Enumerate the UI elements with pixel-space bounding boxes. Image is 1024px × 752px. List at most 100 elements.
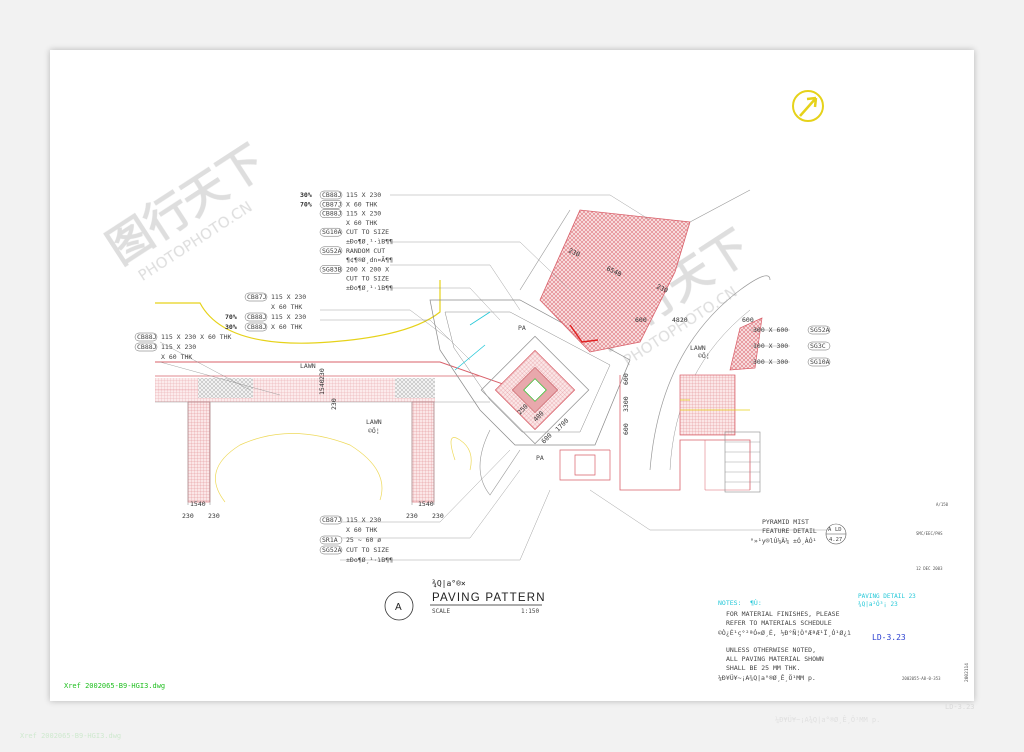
callout-tag <box>134 332 158 342</box>
callout-code: SG52A <box>322 247 342 255</box>
label-pa-bottom: PA <box>536 454 544 462</box>
callout-code: SG52A <box>322 546 342 554</box>
callout-text: X 60 THK <box>346 200 377 208</box>
dim-230-vb: 230 <box>330 398 338 410</box>
walkway-band <box>155 361 521 505</box>
notes: NOTES: ¶Ù: FOR MATERIAL FINISHES, PLEASE… <box>718 598 851 682</box>
callout-tag <box>319 246 343 256</box>
note2-line4: ¼Ð¥Ü¥~¡A¾Q|a°®Ø¸Ê¸Ö¹MM ­p. <box>718 673 816 682</box>
callout-code: SG3C <box>810 342 826 350</box>
callout-tag <box>319 209 343 218</box>
paving-detail-cn: ¾Q|a²Ó³¡ 23 <box>858 601 898 608</box>
callout-text: 115 X 230 X 60 THK <box>161 333 232 341</box>
pyramid-ref-bottom: 4.27 <box>829 537 842 543</box>
callout-code: CB88J <box>322 191 342 199</box>
label-lawn-right: LAWN <box>690 344 706 352</box>
callout-text: 115 X 230 <box>346 210 381 218</box>
dim-600-v: 600 <box>622 373 630 385</box>
callout-tag <box>807 357 831 367</box>
dim-230-left1: 230 <box>182 512 194 520</box>
dim-230-left2: 230 <box>208 512 220 520</box>
callout-code: CB87J <box>322 516 342 524</box>
label-lawn-right-cn: ©Ö¦ <box>698 351 710 360</box>
label-lawn-top: LAWN <box>300 362 316 370</box>
tb-small3: 12 DEC 2003 <box>916 566 943 571</box>
callout-code: SG10A <box>810 358 830 366</box>
callout-text: RANDOM CUT <box>346 247 385 255</box>
dim-230-mid1: 230 <box>406 512 418 520</box>
callout-text: ¶¢¶®Ø¸dn¤Ã¶¶ <box>346 255 393 264</box>
callout-text: CUT TO SIZE <box>346 546 389 554</box>
paving-detail: PAVING DETAIL 23 <box>858 593 916 600</box>
callout-text: CUT TO SIZE <box>346 275 389 283</box>
right-area <box>559 275 771 493</box>
tb-small1: A/150 <box>936 502 949 507</box>
callout-text: 115 X 230 <box>346 191 381 199</box>
callout-tag <box>319 227 343 237</box>
pyramid-feature <box>429 299 631 496</box>
callout-text: X 60 THK <box>271 303 302 311</box>
pyramid-reference: PYRAMID MIST FEATURE DETAIL °»¹y®lÚ¼Ä¼ ±… <box>750 518 847 545</box>
callout-tag <box>319 535 343 545</box>
callout-percent: 70% <box>300 200 312 208</box>
ghost-note: ¼Ð¥Ü¥~¡A¾Q|a°®Ø¸Ê¸Ö¹MM ­p. <box>775 716 881 724</box>
title-marker: A <box>395 602 402 613</box>
note2-line2: ALL PAVING MATERIAL SHOWN <box>726 655 824 663</box>
pyramid-line1: PYRAMID MIST <box>762 518 809 526</box>
callout-tag <box>807 325 831 335</box>
callout-text: 25 ~ 60 ø <box>346 536 381 544</box>
callout-code: SG52A <box>810 326 830 334</box>
callout-text: 115 X 230 <box>346 516 381 524</box>
note2-line3: SHALL BE 25 MM THK. <box>726 664 800 672</box>
callout-tag <box>244 322 268 332</box>
callout-text: 200 X 200 X <box>346 265 389 273</box>
dim-600-vb: 600 <box>622 423 630 435</box>
note1-line1: FOR MATERIAL FINISHES, PLEASE <box>726 610 840 618</box>
yellow-outlines <box>155 280 472 503</box>
callout-text: X 60 THK <box>346 219 377 227</box>
area-labels: LAWN LAWN ©Ö¦ LAWN ©Ö¦ PA PA <box>300 324 710 462</box>
callout-tag <box>319 515 343 525</box>
pyramid-ref-top: A <box>828 527 832 533</box>
callout-code: CB88J <box>322 210 342 218</box>
callout-code: CB88J <box>137 343 157 351</box>
dim-600a: 600 <box>540 431 554 445</box>
cad-drawing: 图行天下 PHOTOPHOTO.CN 图行天下 PHOTOPHOTO.CN <box>98 90 970 682</box>
callout-tag <box>134 342 158 352</box>
drawing-title: A ¾Q|a°®× PAVING PATTERN SCALE 1:150 <box>384 579 546 621</box>
ghost-xref: Xref 2002065-B9-HGI3.dwg <box>20 732 122 740</box>
north-arrow-icon <box>792 90 824 122</box>
callout-text: ±Ðo¶Ø¸¹·ìB¶¶ <box>346 284 393 292</box>
title-scale-value: 1:150 <box>521 608 539 615</box>
callout-tag <box>244 312 268 322</box>
title-chinese: ¾Q|a°®× <box>432 579 466 588</box>
callout-text: CUT TO SIZE <box>346 228 389 236</box>
title-main: PAVING PATTERN <box>432 592 546 604</box>
pyramid-ref-top2: LD <box>835 527 842 533</box>
callout-tag <box>319 190 343 200</box>
label-pa-top: PA <box>518 324 526 332</box>
callout-tag <box>807 341 831 351</box>
pyramid-line2: FEATURE DETAIL <box>762 527 817 535</box>
callout-text: X 60 THK <box>161 353 192 361</box>
note1-line3: ©Ò¿É¹ç°²ªÓ«Ø¸É, ½Ð°Ñ¦Ò°ÆªÆ¹Ï¸Ó¹Ø¿ì <box>718 628 851 637</box>
xref-filename: Xref 2002065-B9-HGI3.dwg <box>64 682 166 690</box>
tb-small2: SMC/EEC/PHS <box>916 531 943 536</box>
notes-heading-cn: ¶Ù: <box>750 598 762 607</box>
callout-tag <box>319 200 343 209</box>
title-scale-label: SCALE <box>432 608 450 615</box>
callout-code: CB88J <box>247 313 267 321</box>
callout-code: CB88J <box>137 333 157 341</box>
title-block: PAVING DETAIL 23 ¾Q|a²Ó³¡ 23 LD-3.23 A/1… <box>858 502 970 682</box>
callout-code: CB87J <box>247 293 267 301</box>
notes-heading: NOTES: <box>718 599 741 607</box>
note2-line1: UNLESS OTHERWISE NOTED, <box>726 646 816 654</box>
dim-600-right2: 600 <box>742 316 754 324</box>
callout-code: CB88J <box>247 323 267 331</box>
pyramid-line3: °»¹y®lÚ¼Ä¼ ±Ó¸ÀÓ¹ <box>750 536 817 545</box>
dim-1540-v: 1540 <box>318 379 326 395</box>
callout-text: 300 X 300 <box>753 358 788 366</box>
callout-text: 115 X 230 <box>271 313 306 321</box>
